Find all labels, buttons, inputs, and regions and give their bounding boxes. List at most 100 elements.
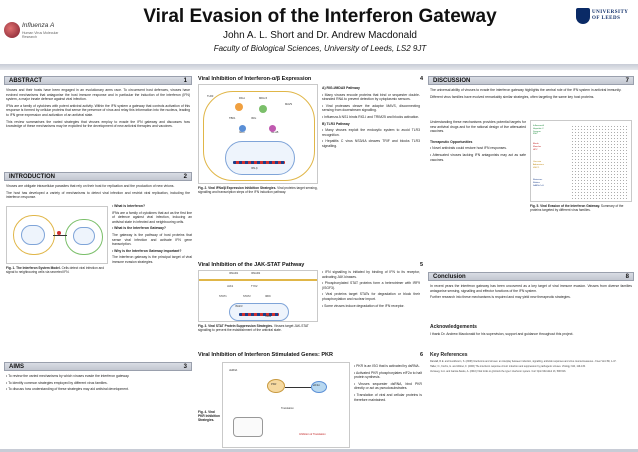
abstract-paragraph: This review summarises the varied strate…	[6, 119, 190, 129]
introduction-paragraph: Viruses are obligate intracellular paras…	[6, 184, 175, 188]
acknowledgements-title: Acknowledgements	[430, 324, 477, 330]
ikke-label: IKKε	[251, 117, 257, 120]
discussion-paragraph: Understanding these mechanisms provides …	[430, 120, 526, 134]
discussion-heading: DISCUSSION 7	[428, 76, 634, 85]
figure-4-diagram: dsRNA PKR eIF2α Translation Inhibition o…	[222, 362, 350, 448]
introduction-paragraph: The host has developed a variety of mech…	[6, 190, 190, 200]
ifnar1-label: IFNAR1	[229, 272, 239, 275]
figure-5-caption: Fig. 5. Viral Evasion of the Interferon …	[530, 204, 632, 212]
panel-4-item: B) TLR3 Pathway	[322, 121, 350, 126]
conclusion-paragraph: Further research into these mechanisms i…	[430, 295, 571, 300]
irf3-label: IRF3	[239, 131, 245, 134]
conclusion-heading-text: Conclusion	[433, 274, 466, 280]
university-wordmark: UNIVERSITY OF LEEDS	[592, 10, 629, 21]
influenza-logo: Influenza A Human Virus Molecular Resear…	[4, 22, 64, 44]
mda5-label: MDA-5	[259, 97, 268, 100]
figure-1-ifn-system	[6, 206, 108, 264]
discussion-paragraph: Different virus families have evolved re…	[430, 94, 595, 99]
abstract-body: Viruses and their hosts have been engage…	[6, 88, 190, 150]
conclusion-heading: Conclusion 8	[428, 272, 634, 281]
figure-2-caption-title: Fig. 2. Viral IFNα/β Expression Inhibiti…	[198, 186, 277, 190]
reference-item: Randall, R.E. and Goodbourn, S. (2008) I…	[430, 360, 617, 363]
eif2a-label: eIF2α	[313, 384, 320, 387]
university-logo: UNIVERSITY OF LEEDS	[576, 6, 632, 30]
panel-6-item: • PKR is an ISG that is activated by dsR…	[354, 364, 420, 368]
logo-left-sub: Human Virus Molecular Research	[22, 31, 59, 39]
mavs-label: MAVS	[285, 103, 293, 106]
cell-nucleus	[21, 225, 45, 245]
kinase-protein	[269, 125, 276, 132]
what-is-ifn-title: • What is Interferon?	[112, 204, 146, 208]
panel-4-text: A) RIG-I/MDA5 Pathway • Many viruses enc…	[322, 86, 420, 250]
figure-1-caption-text: Cells detect viral infection and signal …	[6, 266, 104, 275]
jak1-label: JAK1	[227, 285, 234, 288]
figure-1-caption-title: Fig. 1. The Interferon System Model.	[6, 266, 61, 270]
panel-6-item: • Activated PKR phosphorylates eIF2α to …	[354, 370, 422, 380]
figure-3-caption-text: Viruses target JAK-STAT signalling to pr…	[198, 324, 309, 333]
acknowledgements-text: I thank Dr. Andrew Macdonald for his sup…	[430, 332, 574, 336]
why-gateway-title: • Why is the Interferon Gateway importan…	[112, 248, 182, 253]
what-is-ifn-text: IFNs are a family of cytokines that act …	[112, 210, 192, 224]
figure-4-caption-title: Fig. 4. Viral PKR Inhibition Strategies.	[198, 410, 220, 423]
conclusion-paragraph: In recent years the interferon gateway h…	[430, 284, 632, 293]
sensor-protein	[235, 103, 243, 111]
abstract-heading-text: ABSTRACT	[9, 78, 42, 84]
poster-authors: John A. L. Short and Dr. Andrew Macdonal…	[222, 30, 417, 41]
acknowledgements-section: Acknowledgements I thank Dr. Andrew Macd…	[430, 324, 632, 344]
aims-heading-text: AIMS	[9, 364, 24, 370]
panel-5-item: • Some viruses induce degradation of the…	[322, 303, 405, 308]
aims-item: • To identify common strategies employed…	[6, 380, 108, 385]
header-divider	[0, 64, 638, 70]
references-title: Key References	[430, 352, 468, 358]
panel-4-item: A) RIG-I/MDA5 Pathway	[322, 86, 360, 90]
abstract-paragraph: IFNs are a family of cytokines with pote…	[6, 103, 190, 117]
aims-number: 3	[183, 364, 187, 370]
isre-label: ISRE	[265, 315, 272, 318]
figure-2-caption-text: Viral proteins target sensing, signallin…	[198, 186, 318, 195]
ifn-beta-gene	[233, 161, 285, 164]
discussion-body: The universal ability of viruses to evad…	[430, 88, 632, 118]
figure-1-caption: Fig. 1. The Interferon System Model. Cel…	[6, 266, 108, 274]
stat1-label: STAT1	[219, 295, 227, 298]
host-cell	[203, 91, 315, 181]
what-is-gateway-text: The gateway is the pathway of host prote…	[112, 232, 192, 247]
figure-3-number: 5	[420, 262, 424, 268]
aims-list: • To review the varied mechanisms by whi…	[6, 374, 190, 448]
references-section: Key References Randall, R.E. and Goodbou…	[430, 352, 632, 442]
pkr-protein	[267, 379, 285, 393]
tbk1-label: TBK1	[229, 117, 236, 120]
ifnar2-label: IFNAR2	[251, 272, 261, 275]
tlr3-label: TLR3	[207, 95, 214, 98]
therapeutic-item: • Novel antivirals could restore host IF…	[430, 146, 507, 151]
figure-2-title: Viral Inhibition of Interferon-α/β Expre…	[198, 76, 312, 82]
virus-icon	[4, 22, 20, 38]
figure-2-diagram: TLR3 RIG-I MDA-5 MAVS TBK1 IKKε IRF3 NF-…	[198, 84, 318, 184]
jak-stat-nucleus	[229, 303, 289, 321]
ifn-signal-arrow	[53, 235, 67, 236]
aims-item: • To review the varied mechanisms by whi…	[6, 374, 130, 378]
crest-icon	[576, 8, 590, 24]
panel-6-item: • Viruses sequester dsRNA, bind PKR dire…	[354, 381, 422, 391]
conclusion-body: In recent years the interferon gateway h…	[430, 284, 632, 320]
panel-6-item: • Translation of viral and cellular prot…	[354, 392, 422, 402]
panel-5-item: • Phosphorylated STAT proteins form a he…	[322, 281, 420, 290]
irf9-label: IRF9	[265, 295, 271, 298]
discussion-number: 7	[625, 78, 629, 84]
pkr-arrow	[285, 387, 311, 388]
figure-3-diagram: IFNAR1 IFNAR2 JAK1 TYK2 STAT1 STAT2 IRF9…	[198, 270, 318, 322]
what-is-gateway-title: • What is the Interferon Gateway?	[112, 226, 166, 231]
neighbour-cell	[65, 219, 103, 255]
figure-3-caption: Fig. 3. Viral STAT Protein Suppression S…	[198, 324, 318, 332]
poster-title: Viral Evasion of the Interferon Gateway	[143, 6, 497, 27]
summary-grid	[571, 125, 629, 199]
panel-4-item: • Hepatitis C virus NS3/4A cleaves TRIF …	[322, 139, 420, 148]
introduction-heading-text: INTRODUCTION	[9, 174, 55, 180]
translation-label: Translation	[281, 407, 294, 410]
panel-4-item: • Viral proteases cleave the adaptor MAV…	[322, 103, 420, 113]
kinase-protein	[239, 125, 246, 132]
abstract-paragraph: Viruses and their hosts have been engage…	[6, 88, 190, 102]
isgf3-label: ISGF3	[235, 305, 243, 308]
abstract-number: 1	[183, 78, 187, 84]
